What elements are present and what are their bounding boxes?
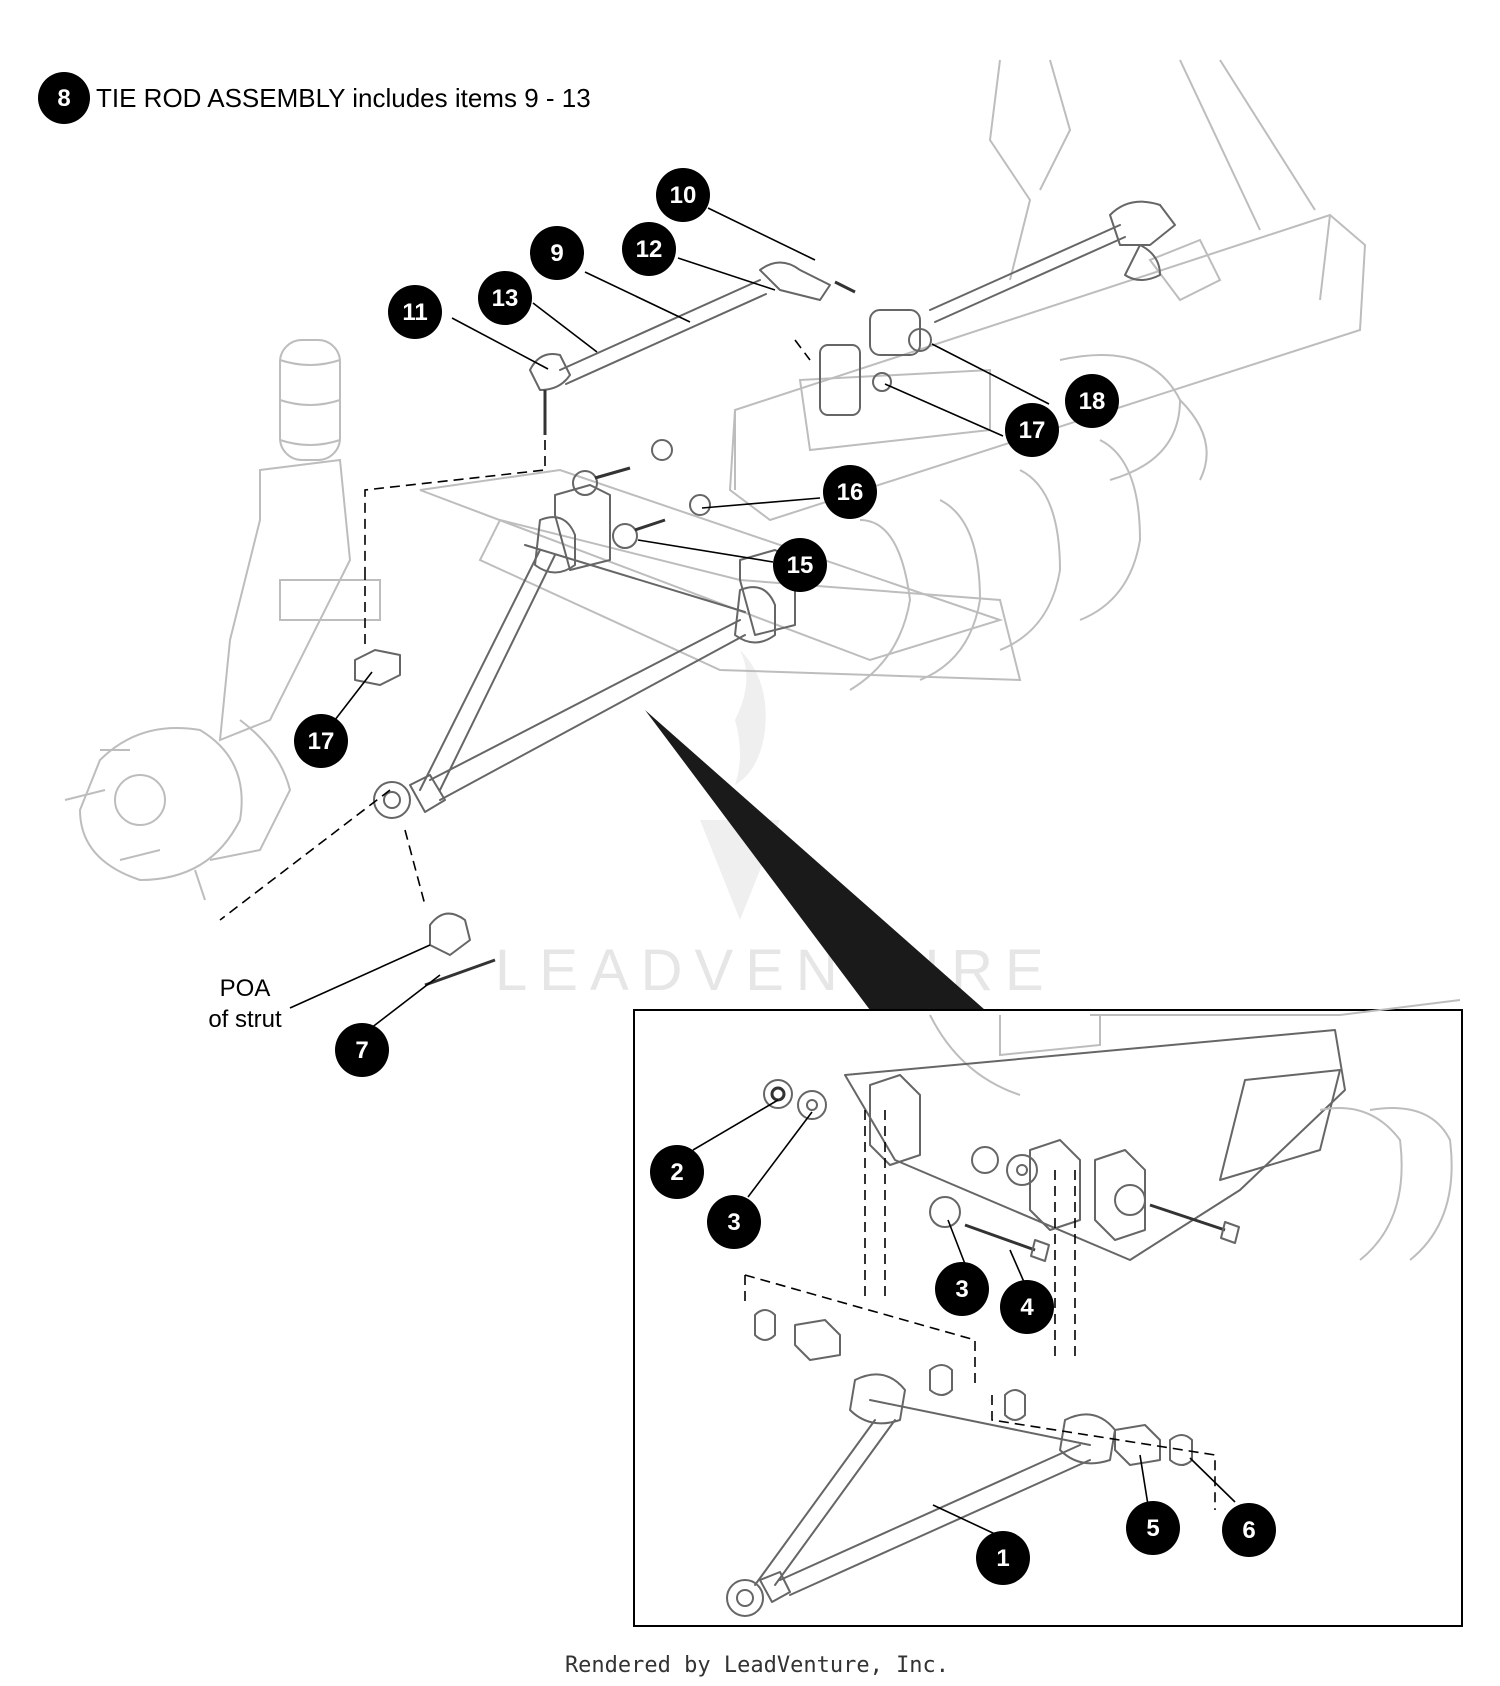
header-badge-number: 8 — [57, 85, 70, 112]
callout-4: 4 — [1000, 1280, 1054, 1334]
callouts: 10 9 12 13 11 18 17 16 15 17 7 2 3 3 4 1… — [294, 168, 1276, 1585]
callout-9: 9 — [530, 226, 584, 280]
svg-text:15: 15 — [787, 552, 814, 579]
svg-text:1: 1 — [996, 1545, 1009, 1572]
steering-knuckle-illustration — [64, 339, 381, 901]
svg-text:13: 13 — [492, 285, 519, 312]
frame-illustration — [419, 59, 1367, 691]
detail-pointer-wedge — [645, 710, 985, 1010]
svg-text:4: 4 — [1020, 1294, 1034, 1321]
tie-rod-left — [529, 261, 856, 435]
assembly-dash-lines — [219, 339, 811, 921]
callout-3-left: 3 — [707, 1195, 761, 1249]
svg-text:5: 5 — [1146, 1515, 1159, 1542]
svg-text:17: 17 — [308, 728, 335, 755]
svg-text:7: 7 — [355, 1037, 368, 1064]
svg-text:10: 10 — [670, 182, 697, 209]
svg-text:16: 16 — [837, 479, 864, 506]
watermark-text: LEADVENTURE — [495, 938, 1056, 1003]
upper-fasteners — [354, 309, 932, 987]
svg-text:12: 12 — [636, 236, 663, 263]
callout-12: 12 — [622, 222, 676, 276]
strut-note-line2: of strut — [208, 1006, 282, 1033]
svg-text:3: 3 — [955, 1276, 968, 1303]
svg-text:2: 2 — [670, 1159, 683, 1186]
tie-rod-right — [929, 200, 1176, 323]
svg-text:17: 17 — [1019, 417, 1046, 444]
header: 8 TIE ROD ASSEMBLY includes items 9 - 13 — [38, 72, 591, 124]
lower-a-arm-illustration — [373, 484, 796, 819]
callout-5: 5 — [1126, 1501, 1180, 1555]
header-badge — [38, 72, 90, 124]
callout-3-right: 3 — [935, 1262, 989, 1316]
leader-lines — [320, 207, 1236, 1535]
header-title: TIE ROD ASSEMBLY includes items 9 - 13 — [96, 83, 591, 113]
callout-7: 7 — [335, 1023, 389, 1077]
callout-18: 18 — [1065, 374, 1119, 428]
svg-text:3: 3 — [727, 1209, 740, 1236]
svg-text:6: 6 — [1242, 1517, 1255, 1544]
callout-2: 2 — [650, 1145, 704, 1199]
svg-text:18: 18 — [1079, 388, 1106, 415]
callout-1: 1 — [976, 1531, 1030, 1585]
footer-credit: Rendered by LeadVenture, Inc. — [565, 1653, 949, 1678]
callout-17-upper: 17 — [1005, 403, 1059, 457]
callout-17-lower: 17 — [294, 714, 348, 768]
callout-10: 10 — [656, 168, 710, 222]
callout-13: 13 — [478, 271, 532, 325]
svg-text:9: 9 — [550, 240, 563, 267]
svg-text:11: 11 — [402, 299, 427, 326]
callout-6: 6 — [1222, 1503, 1276, 1557]
flame-logo-icon — [735, 650, 766, 785]
strut-note: POA of strut — [208, 944, 431, 1033]
callout-11: 11 — [388, 285, 442, 339]
callout-16: 16 — [823, 465, 877, 519]
strut-note-line1: POA — [220, 975, 271, 1002]
callout-15: 15 — [773, 538, 827, 592]
